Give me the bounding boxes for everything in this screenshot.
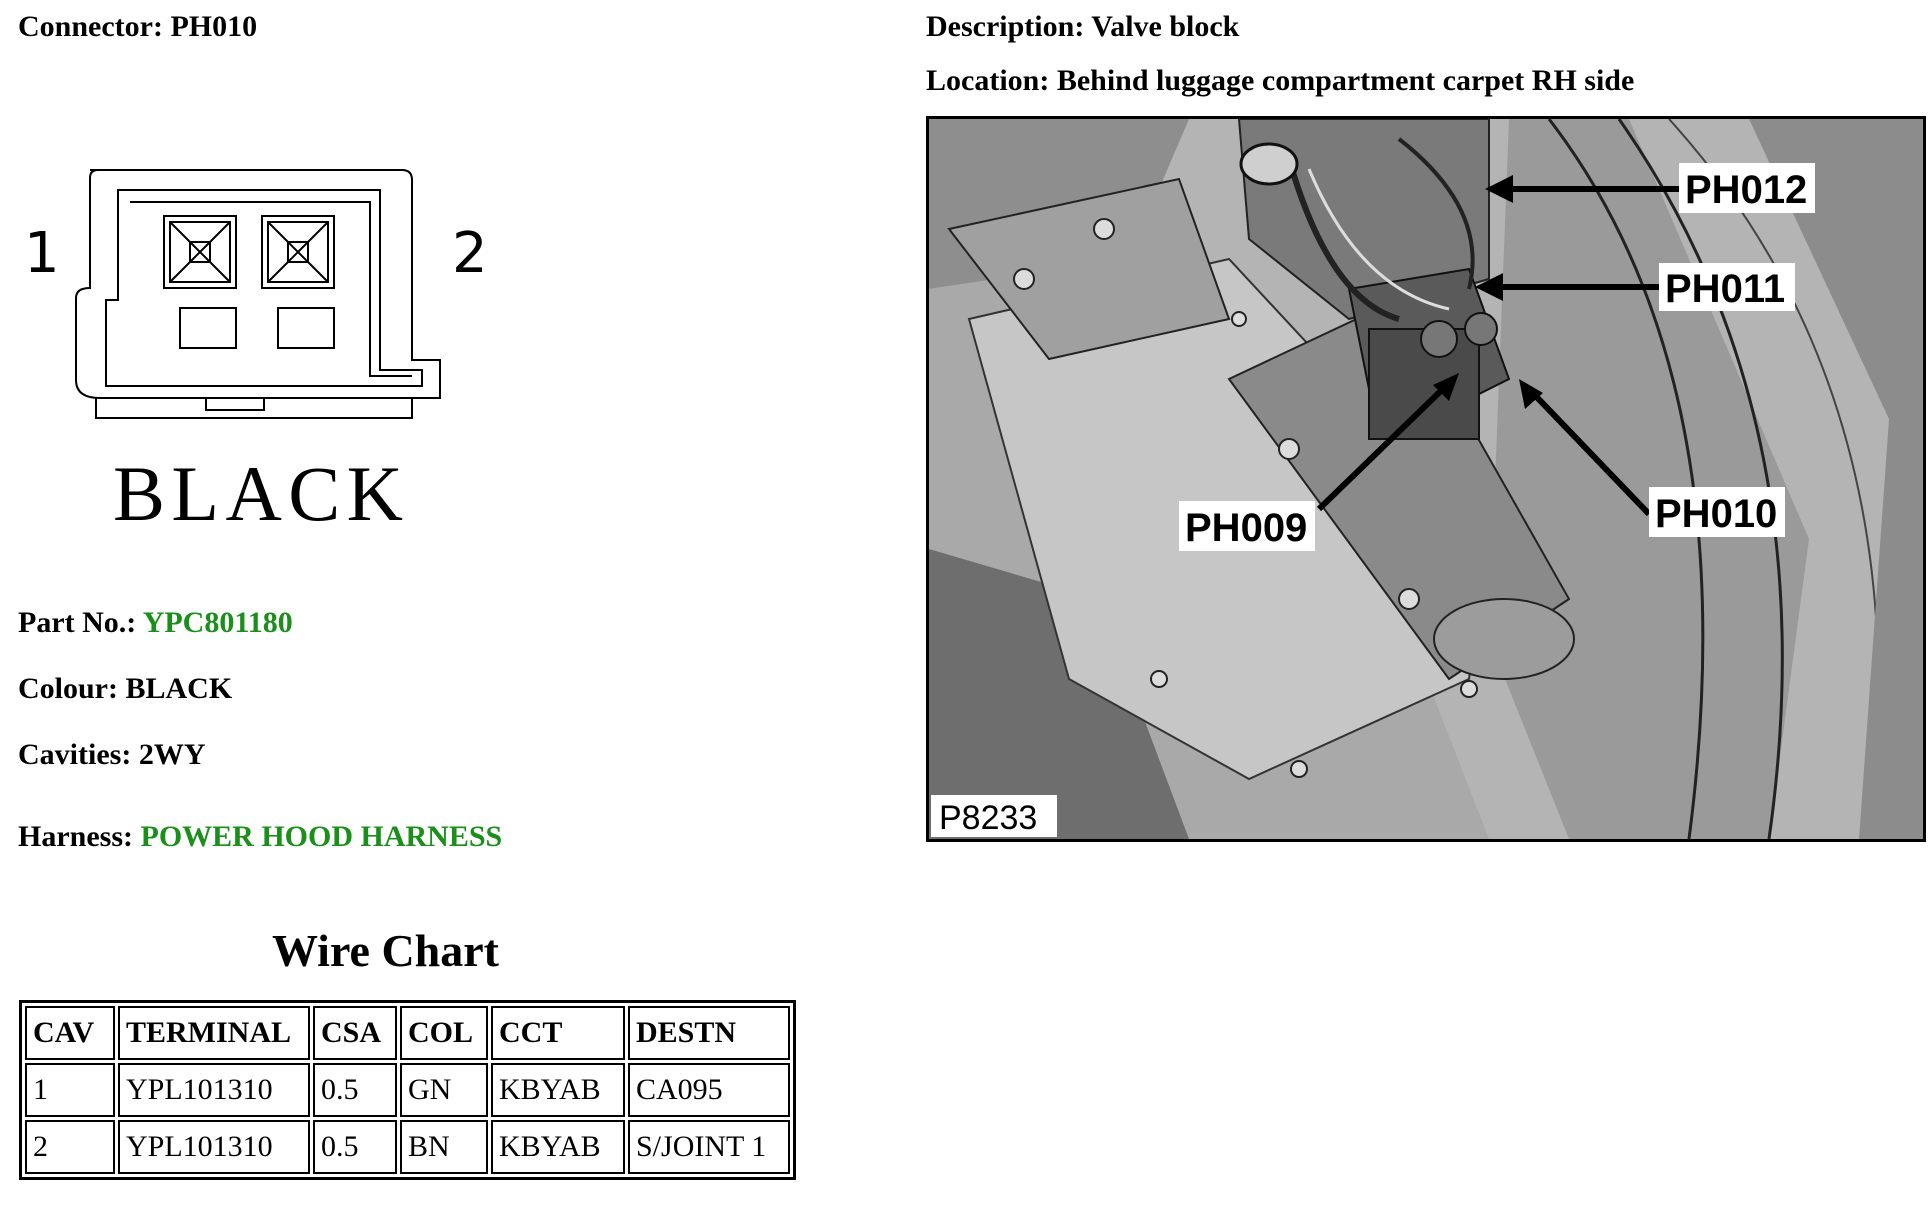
connector-label: Connector: (18, 10, 163, 43)
location-label: Location: (926, 64, 1050, 97)
cell-cav: 2 (25, 1120, 115, 1174)
header-cav: CAV (25, 1006, 115, 1060)
table-row: 1 YPL101310 0.5 GN KBYAB CA095 (25, 1063, 790, 1117)
cell-csa: 0.5 (313, 1120, 397, 1174)
drawing-colour-label: BLACK (113, 450, 403, 537)
colour-label: Colour: (18, 672, 118, 705)
pin-1-label: 1 (24, 221, 60, 286)
description-value: Valve block (1091, 10, 1240, 43)
wire-chart-title: Wire Chart (272, 925, 499, 976)
photo-label-ph009: PH009 (1185, 506, 1307, 550)
header-csa: CSA (313, 1006, 397, 1060)
cell-cav: 1 (25, 1063, 115, 1117)
cell-terminal: YPL101310 (118, 1120, 310, 1174)
header-terminal: TERMINAL (118, 1006, 310, 1060)
colour-value: BLACK (125, 672, 233, 705)
location-field: Location: Behind luggage compartment car… (926, 66, 1634, 96)
photo-label-ph010: PH010 (1655, 492, 1777, 536)
wire-chart-table: CAV TERMINAL CSA COL CCT DESTN 1 YPL1013… (19, 1000, 796, 1180)
table-row: 2 YPL101310 0.5 BN KBYAB S/JOINT 1 (25, 1120, 790, 1174)
header-destn: DESTN (628, 1006, 790, 1060)
description-field: Description: Valve block (926, 12, 1239, 42)
cell-terminal: YPL101310 (118, 1063, 310, 1117)
wire-chart-header-row: CAV TERMINAL CSA COL CCT DESTN (25, 1006, 790, 1060)
cavities-value: 2WY (138, 738, 206, 771)
cell-csa: 0.5 (313, 1063, 397, 1117)
description-label: Description: (926, 10, 1085, 43)
connector-drawing: 1 2 BLACK (24, 169, 488, 537)
header-col: COL (400, 1006, 488, 1060)
photo-label-ph012: PH012 (1685, 168, 1807, 212)
cavities-field: Cavities: 2WY (18, 740, 205, 770)
cell-destn: S/JOINT 1 (628, 1120, 790, 1174)
harness-field: Harness: POWER HOOD HARNESS (18, 822, 502, 852)
harness-label: Harness: (18, 820, 133, 853)
colour-field: Colour: BLACK (18, 674, 232, 704)
cell-col: GN (400, 1063, 488, 1117)
location-photo: PH012 PH011 PH009 PH010 P8233 (926, 116, 1926, 842)
cell-destn: CA095 (628, 1063, 790, 1117)
header-cct: CCT (491, 1006, 625, 1060)
cell-col: BN (400, 1120, 488, 1174)
part-no-label: Part No.: (18, 606, 137, 639)
location-value: Behind luggage compartment carpet RH sid… (1056, 64, 1635, 97)
connector-value: PH010 (170, 10, 258, 43)
photo-figure-id: P8233 (939, 799, 1037, 837)
harness-link[interactable]: POWER HOOD HARNESS (140, 820, 503, 853)
cavities-label: Cavities: (18, 738, 132, 771)
cell-cct: KBYAB (491, 1120, 625, 1174)
cell-cct: KBYAB (491, 1063, 625, 1117)
part-no-link[interactable]: YPC801180 (142, 606, 293, 639)
pin-2-label: 2 (452, 221, 488, 286)
connector-field: Connector: PH010 (18, 12, 257, 42)
part-no-field: Part No.: YPC801180 (18, 608, 293, 638)
photo-label-ph011: PH011 (1665, 267, 1785, 311)
